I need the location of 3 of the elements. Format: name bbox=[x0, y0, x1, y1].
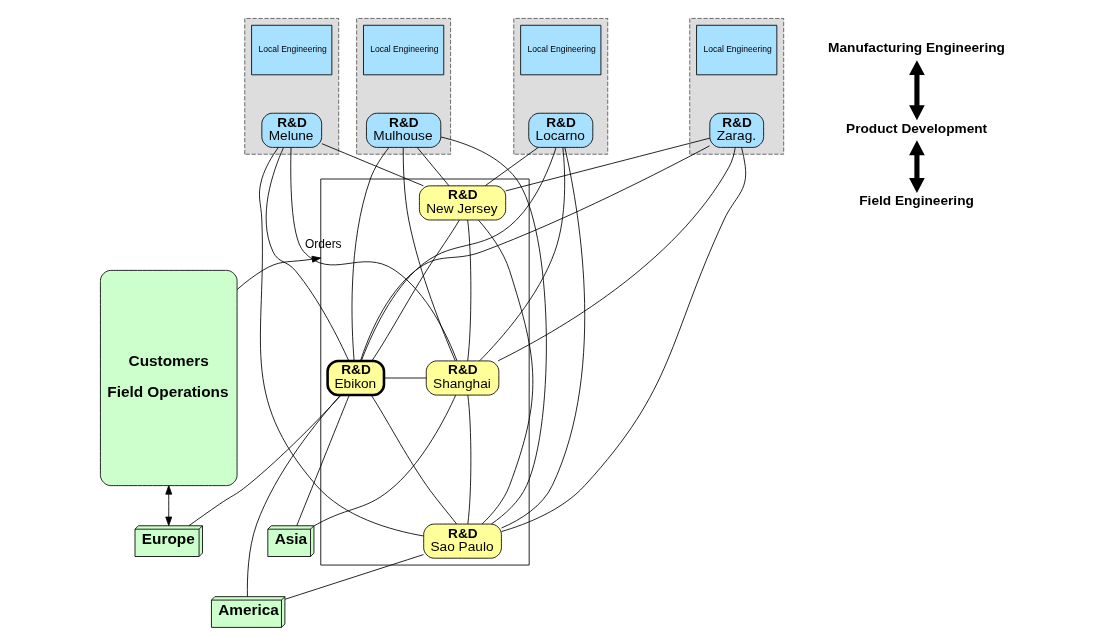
node-text: Field Engineering bbox=[858, 193, 974, 209]
node-text: Manufacturing Engineering bbox=[827, 40, 1005, 56]
node-text: Product Development bbox=[845, 120, 987, 136]
